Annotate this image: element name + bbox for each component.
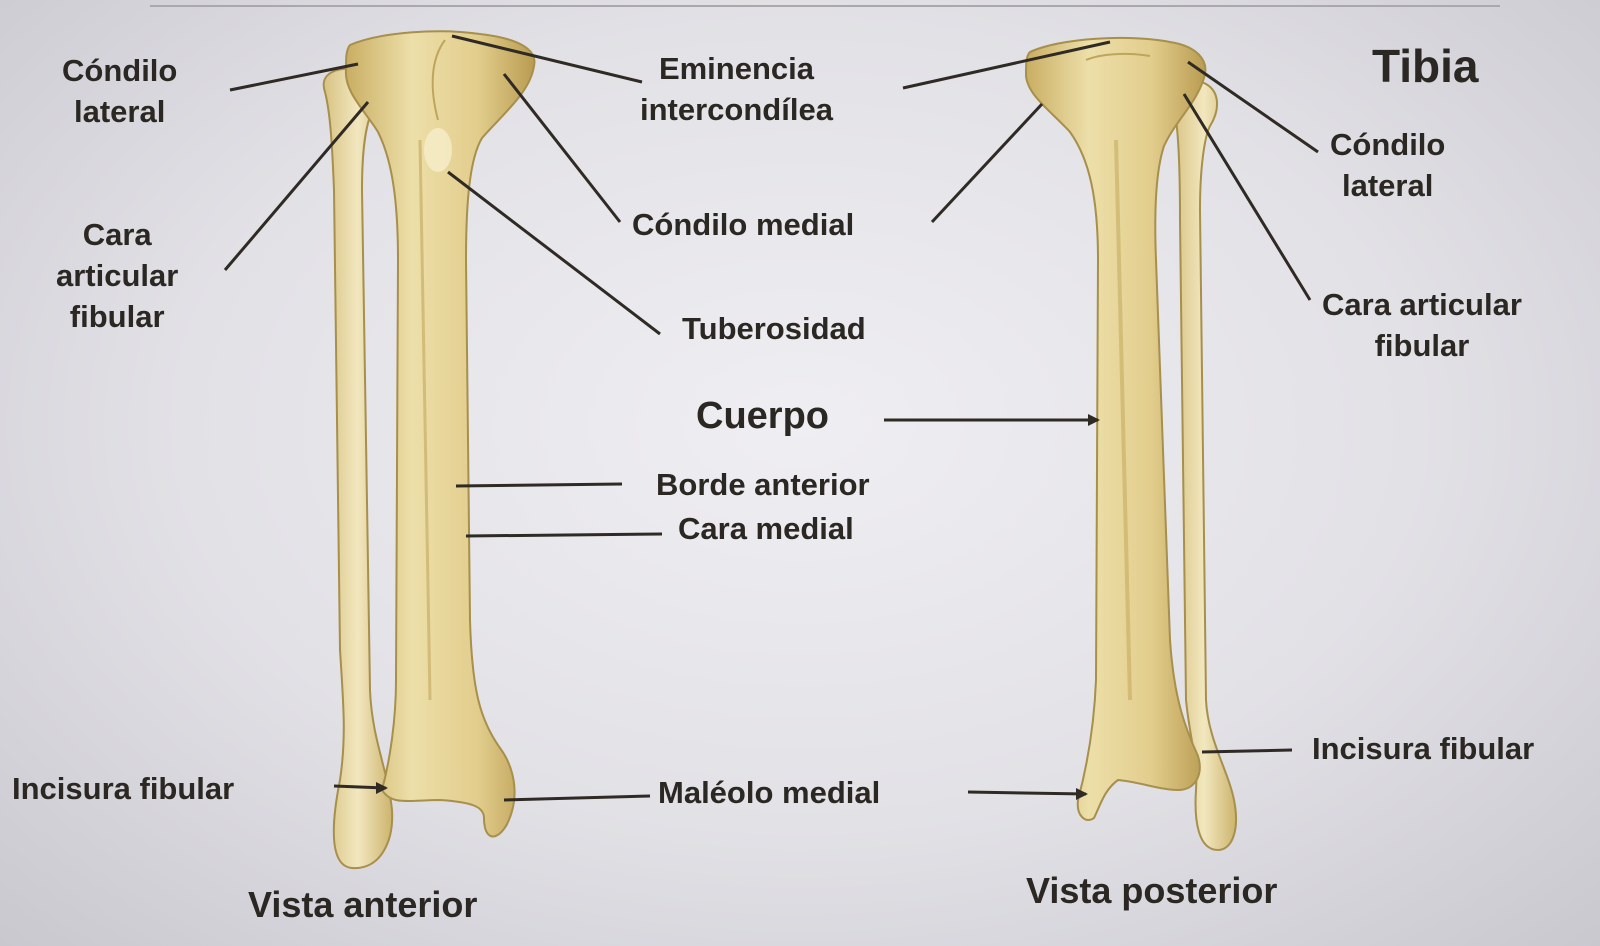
label-line: lateral (1342, 168, 1434, 203)
label-line: Eminencia (658, 51, 814, 86)
arrow-heads (376, 414, 1100, 800)
label-line: fibular (69, 299, 165, 334)
label-borde-anterior: Borde anterior (656, 467, 870, 502)
label-cara-articular-fibular-posterior: Cara articular fibular (1322, 284, 1522, 366)
label-tuberosidad: Tuberosidad (682, 311, 866, 346)
leader-condilo-medial-ant (502, 73, 622, 223)
label-incisura-fibular-posterior: Incisura fibular (1312, 731, 1535, 766)
label-condilo-lateral-anterior: Cóndilo lateral (62, 50, 177, 132)
tibia-posterior (1024, 36, 1207, 821)
leader-eminencia-ant (451, 34, 643, 84)
leader-cara-articular-ant (223, 101, 370, 271)
leader-condilo-medial-post (930, 102, 1044, 224)
fibula-posterior (1170, 79, 1238, 852)
leader-condilo-lateral-ant (229, 62, 359, 92)
label-incisura-fibular-anterior: Incisura fibular (12, 771, 235, 806)
arrow-maleolo-post (1076, 788, 1088, 800)
label-eminencia-intercondilea: Eminencia intercondílea (640, 48, 833, 130)
arrow-cuerpo (1088, 414, 1100, 426)
arrow-incisura-ant (376, 782, 388, 794)
leader-condilo-lateral-post (1187, 60, 1319, 154)
leader-lines (223, 34, 1319, 802)
label-cuerpo: Cuerpo (696, 395, 829, 437)
label-line: articular (56, 258, 179, 293)
leader-maleolo-post (967, 790, 1087, 796)
label-maleolo-medial: Maléolo medial (658, 775, 881, 810)
leader-borde-anterior (455, 482, 623, 488)
label-line: Cara articular (1322, 287, 1522, 322)
tibia-anterior (344, 30, 536, 838)
label-line: lateral (74, 94, 166, 129)
leader-incisura-post (1201, 748, 1293, 754)
label-line: intercondílea (640, 92, 833, 127)
label-line: Cóndilo (1330, 127, 1446, 162)
diagram-title: Tibia (1372, 40, 1479, 92)
label-line: Cara (82, 217, 152, 252)
anterior-view-bones (322, 30, 536, 870)
label-cara-articular-fibular-anterior: Cara articular fibular (56, 214, 178, 337)
leader-eminencia-post (902, 40, 1111, 90)
leader-tuberosidad (447, 170, 661, 336)
posterior-view-bones (1024, 36, 1238, 852)
caption-vista-anterior: Vista anterior (248, 884, 478, 925)
leader-cara-medial (465, 532, 663, 538)
label-line: fibular (1374, 328, 1470, 363)
leader-maleolo-ant (503, 794, 651, 802)
label-cara-medial: Cara medial (678, 511, 854, 546)
fibula-anterior (322, 67, 394, 870)
label-condilo-medial: Cóndilo medial (632, 207, 855, 242)
label-line: Cóndilo (62, 53, 178, 88)
label-condilo-lateral-posterior: Cóndilo lateral (1330, 124, 1445, 206)
caption-vista-posterior: Vista posterior (1026, 870, 1278, 911)
leader-cara-articular-post (1182, 93, 1312, 301)
